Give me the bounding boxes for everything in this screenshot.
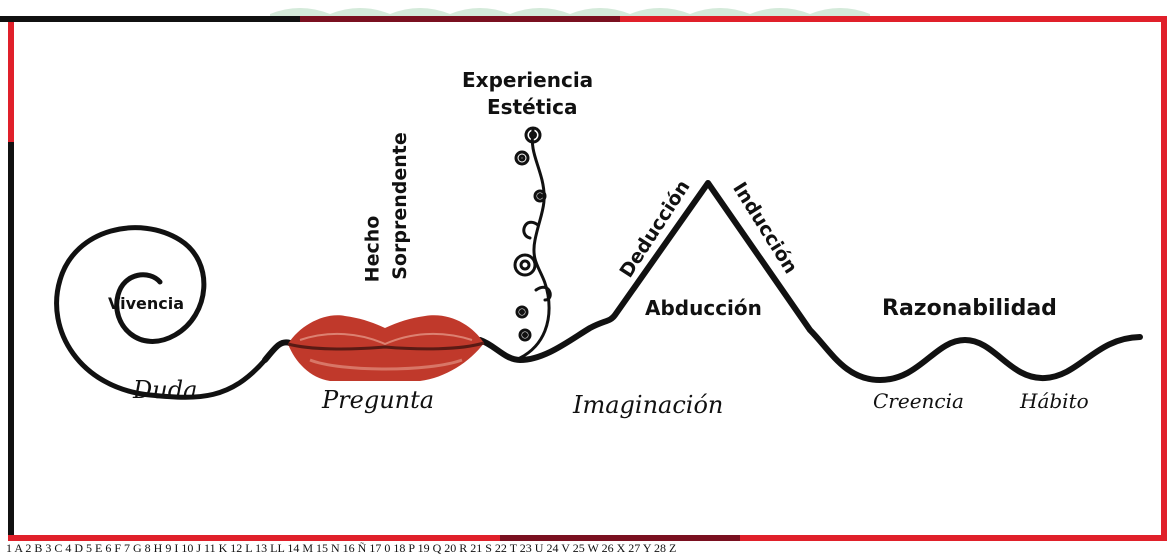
label-razonabilidad: Razonabilidad xyxy=(882,296,1057,321)
label-pregunta: Pregunta xyxy=(322,386,434,414)
label-hecho: Hecho xyxy=(362,197,384,302)
frame-left-red xyxy=(8,22,14,142)
lips-book-icon xyxy=(288,315,484,381)
frame-left-black xyxy=(8,142,14,537)
label-habito: Hábito xyxy=(1020,389,1089,413)
frame-top-black xyxy=(0,16,300,22)
frame-top-dark xyxy=(300,16,620,22)
frame-right-red xyxy=(1161,22,1167,537)
label-experiencia: Experiencia xyxy=(462,68,593,92)
frame-top-red xyxy=(620,16,1167,22)
label-imaginacion: Imaginación xyxy=(573,391,723,419)
label-creencia: Creencia xyxy=(873,389,964,413)
label-abduccion: Abducción xyxy=(645,296,762,320)
alphanumeric-ruler: 1 A 2 B 3 C 4 D 5 E 6 F 7 G 8 H 9 I 10 J… xyxy=(6,541,1167,556)
label-estetica: Estética xyxy=(487,95,577,119)
label-duda: Duda xyxy=(133,376,197,404)
label-sorprendente: Sorprendente xyxy=(389,126,411,286)
label-vivencia: Vivencia xyxy=(108,294,184,313)
top-pattern xyxy=(270,8,870,16)
swirl-vine-icon xyxy=(515,128,550,358)
